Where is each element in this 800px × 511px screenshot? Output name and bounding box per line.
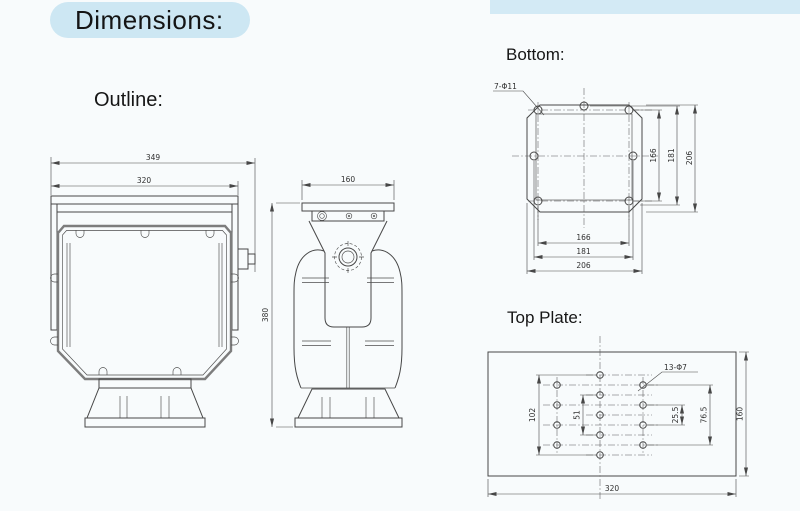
top-plate-hole-note: 13-Φ7: [637, 363, 698, 392]
page-title: Dimensions:: [75, 4, 224, 35]
bottom-section-label: Bottom:: [506, 45, 565, 64]
top-plate-dim-51: 51: [573, 410, 582, 420]
bottom-vdim-middle: 181: [667, 148, 676, 163]
side-base-pedestal: [294, 388, 403, 428]
top-plate-dim-25-5: 25.5: [671, 406, 680, 423]
bottom-view-drawing: 7-Φ11: [493, 82, 698, 274]
side-yoke-arm: [308, 220, 388, 328]
bottom-vertical-dimensions: 166 181 206: [590, 104, 698, 213]
top-plate-hole-note-label: 13-Φ7: [664, 363, 687, 372]
front-top-plate: [50, 195, 239, 331]
bottom-vdim-outer: 206: [685, 151, 694, 166]
front-overall-width-dim: 349: [146, 153, 161, 162]
side-dimension-lines: [269, 180, 395, 428]
bottom-centerlines: [512, 88, 658, 228]
side-height-dim: 380: [261, 308, 270, 323]
top-plate-dimensions: 102 51 25.5 76.5 160 320: [487, 351, 749, 497]
top-plate-dim-76-5: 76.5: [700, 406, 709, 423]
front-base-pedestal: [84, 378, 206, 428]
front-view-drawing: 349 320: [50, 153, 256, 428]
bottom-hole-note: 7-Φ11: [493, 82, 545, 116]
top-plate-view-drawing: 13-Φ7 102 51 25.5 76.5 160 320: [487, 336, 749, 500]
page-title-pill: Dimensions:: [50, 2, 250, 38]
bottom-hdim-inner: 166: [576, 233, 591, 242]
top-plate-dim-320: 320: [605, 484, 620, 493]
top-plate-dim-102: 102: [528, 408, 537, 423]
front-dimension-lines: [50, 157, 256, 272]
front-side-connector: [237, 248, 256, 270]
side-body: [293, 249, 403, 389]
top-accent-bar: [490, 0, 800, 14]
front-plate-width-dim: 320: [137, 176, 152, 185]
bottom-plate-outline: [526, 104, 643, 213]
side-top-plate: [301, 202, 395, 222]
side-top-width-dim: 160: [341, 175, 356, 184]
bottom-horizontal-dimensions: 166 181 206: [526, 161, 643, 274]
bottom-vdim-inner: 166: [649, 148, 658, 163]
front-screw-tabs: [50, 230, 239, 375]
top-plate-outline: [487, 351, 737, 477]
side-view-drawing: 160 380: [261, 175, 403, 428]
bottom-holes: [529, 101, 638, 206]
bottom-hdim-middle: 181: [576, 247, 591, 256]
bottom-hdim-outer: 206: [576, 261, 591, 270]
top-plate-section-label: Top Plate:: [507, 308, 583, 327]
top-plate-dim-160: 160: [736, 407, 745, 422]
front-housing-octagon: [56, 224, 233, 381]
outline-section-label: Outline:: [94, 89, 163, 111]
bottom-hole-note-label: 7-Φ11: [494, 82, 517, 91]
